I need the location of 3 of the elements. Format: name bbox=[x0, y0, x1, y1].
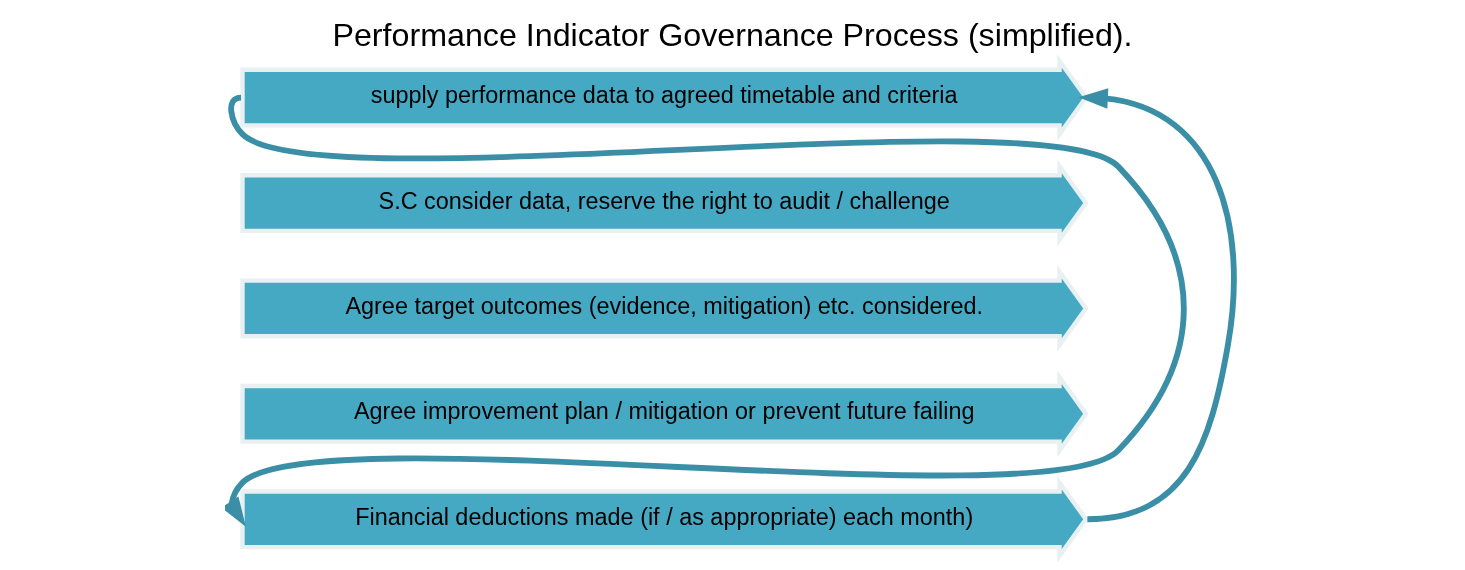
diagram-title: Performance Indicator Governance Process (simplified). bbox=[332, 16, 1133, 53]
arrow bbox=[225, 96, 1187, 527]
arrow bbox=[1078, 88, 1237, 523]
